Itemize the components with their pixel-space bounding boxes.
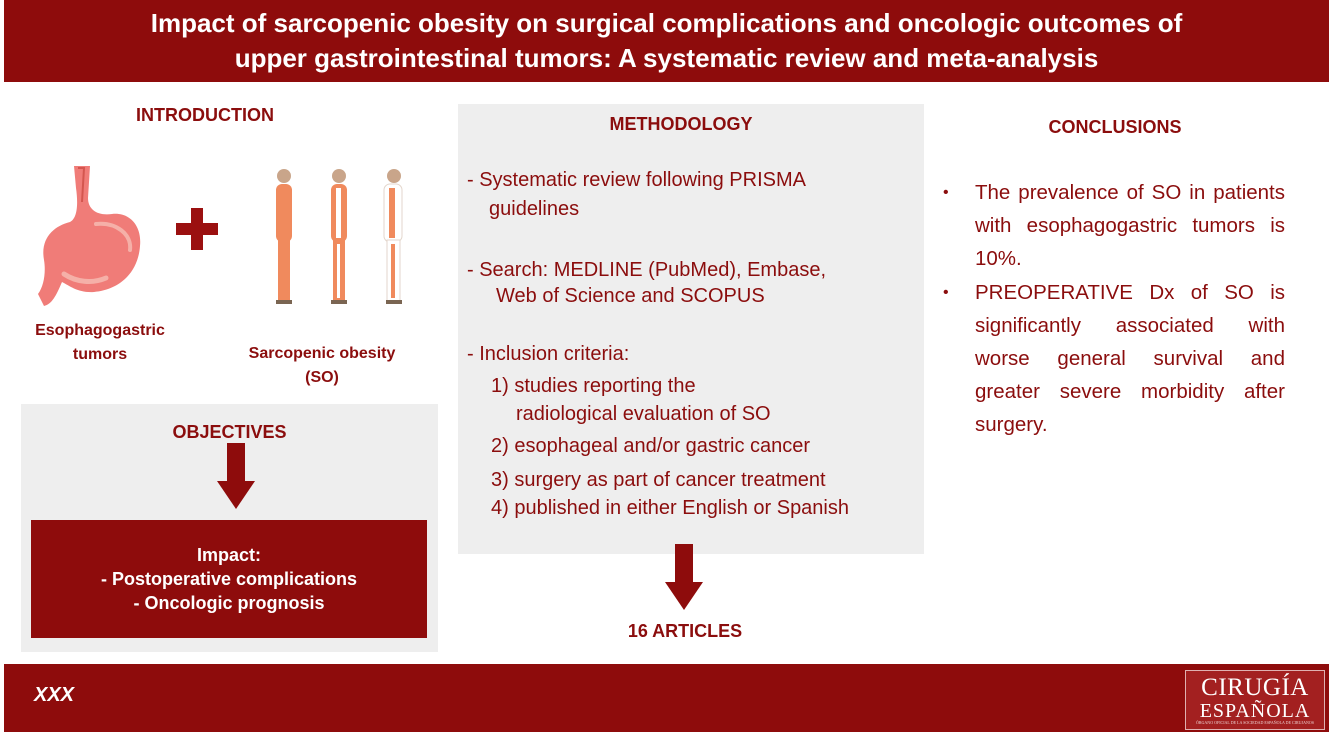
objectives-heading: OBJECTIVES	[172, 422, 287, 442]
criteria-item: 3) surgery as part of cancer treatment	[491, 469, 826, 491]
sarcopenic-obesity-caption: Sarcopenic obesity (SO)	[232, 342, 412, 390]
footer-label: XXX	[34, 684, 75, 706]
introduction-heading: INTRODUCTION	[136, 105, 274, 125]
impact-box: Impact: - Postoperative complications - …	[31, 520, 427, 638]
title-line-1: Impact of sarcopenic obesity on surgical…	[150, 8, 1183, 38]
title-line-2: upper gastrointestinal tumors: A systema…	[234, 43, 1099, 73]
methodology-panel	[458, 104, 924, 554]
conclusion-item: • PREOPERATIVE Dx of SO is significantly…	[940, 276, 1285, 441]
caption-line: Esophagogastric	[35, 322, 165, 339]
logo-line: ESPAÑOLA	[1199, 700, 1311, 722]
bullet-icon: •	[943, 284, 949, 301]
method-item: - Search: MEDLINE (PubMed), Embase,	[467, 259, 827, 281]
method-item-continued: guidelines	[489, 198, 580, 220]
conclusion-item: • The prevalence of SO in patients with …	[940, 176, 1285, 275]
conclusion-text: PREOPERATIVE Dx of SO is significantly a…	[975, 281, 1285, 436]
conclusions-heading: CONCLUSIONS	[1048, 117, 1182, 137]
caption-line: tumors	[72, 346, 128, 363]
journal-logo: CIRUGÍA ESPAÑOLA ÓRGANO OFICIAL DE LA SO…	[1185, 670, 1325, 730]
conclusion-text: The prevalence of SO in patients with es…	[975, 181, 1285, 270]
esophagogastric-caption: Esophagogastric tumors	[20, 319, 180, 367]
articles-count: 16 ARTICLES	[627, 621, 743, 641]
criteria-item: 2) esophageal and/or gastric cancer	[491, 435, 811, 457]
down-arrow-icon	[665, 544, 703, 610]
method-item-continued: Web of Science and SCOPUS	[496, 285, 765, 307]
conclusions-list: • The prevalence of SO in patients with …	[940, 176, 1285, 442]
method-item: - Inclusion criteria:	[467, 343, 630, 365]
logo-subtitle: ÓRGANO OFICIAL DE LA SOCIEDAD ESPAÑOLA D…	[1195, 720, 1315, 725]
title-banner: Impact of sarcopenic obesity on surgical…	[4, 0, 1329, 82]
bullet-icon: •	[943, 184, 949, 201]
plus-icon	[176, 208, 218, 250]
stomach-icon	[38, 166, 141, 306]
criteria-item: 4) published in either English or Spanis…	[491, 497, 849, 519]
criteria-item: 1) studies reporting the	[491, 375, 696, 397]
impact-item: - Postoperative complications	[100, 569, 358, 589]
logo-line: CIRUGÍA	[1201, 674, 1309, 701]
down-arrow-icon	[217, 443, 255, 509]
sarcopenic-figures-icon	[276, 169, 403, 304]
caption-line: (SO)	[305, 369, 339, 386]
criteria-item-continued: radiological evaluation of SO	[516, 403, 771, 425]
caption-line: Sarcopenic obesity	[248, 345, 396, 362]
footer-bar: XXX CIRUGÍA ESPAÑOLA ÓRGANO OFICIAL DE L…	[4, 664, 1329, 732]
impact-heading: Impact:	[196, 545, 261, 565]
impact-item: - Oncologic prognosis	[133, 593, 325, 613]
methodology-heading: METHODOLOGY	[609, 114, 753, 134]
method-item: - Systematic review following PRISMA	[467, 169, 806, 191]
